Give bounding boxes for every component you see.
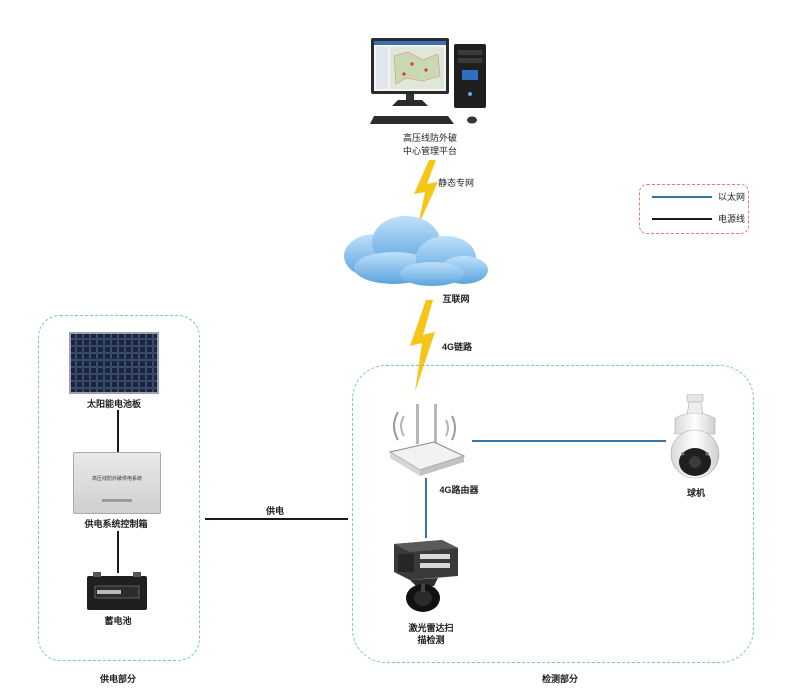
control-box-icon: 高压线防外破供电系统 [73,452,161,514]
lidar-label-line2: 描检测 [417,635,445,645]
4g-link-label: 4G链路 [442,342,473,352]
power-supply-line [205,518,348,520]
internet-label: 互联网 [442,294,470,304]
control-box-label: 供电系统控制箱 [84,519,148,529]
legend-ethernet-line [652,196,712,198]
control-box-plate: 高压线防外破供电系统 [91,476,142,482]
lightning-icon [414,160,438,226]
power-section-box [38,315,200,661]
lidar-scanner-icon [394,540,458,612]
platform-label-line2: 中心管理平台 [402,146,457,156]
detection-section-box [352,365,754,663]
router-icon [388,404,466,476]
legend-ethernet-label: 以太网 [718,192,746,202]
dome-camera-label: 球机 [686,488,705,498]
power-line [117,410,119,452]
router-label: 4G路由器 [439,485,479,495]
static-network-label: 静态专网 [438,178,475,188]
legend-power-label: 电源线 [718,214,746,224]
power-supply-label: 供电 [265,506,284,516]
legend-power-line [652,218,712,220]
solar-panel-label: 太阳能电池板 [86,399,141,409]
ethernet-line [425,478,427,538]
lidar-label-line1: 激光雷达扫 [408,623,454,633]
detection-section-title: 检测部分 [541,674,578,684]
solar-panel-icon [69,332,159,394]
legend: 以太网 电源线 [639,184,749,234]
platform-label-line1: 高压线防外破 [402,133,457,143]
battery-label: 蓄电池 [104,616,132,626]
battery-icon [87,572,147,610]
power-line [117,531,119,573]
ethernet-line [472,440,666,442]
power-section-title: 供电部分 [99,674,136,684]
cloud-icon [344,216,488,286]
dome-camera-icon [670,394,720,479]
computer-workstation-icon [370,38,486,124]
lightning-icon [410,300,435,392]
